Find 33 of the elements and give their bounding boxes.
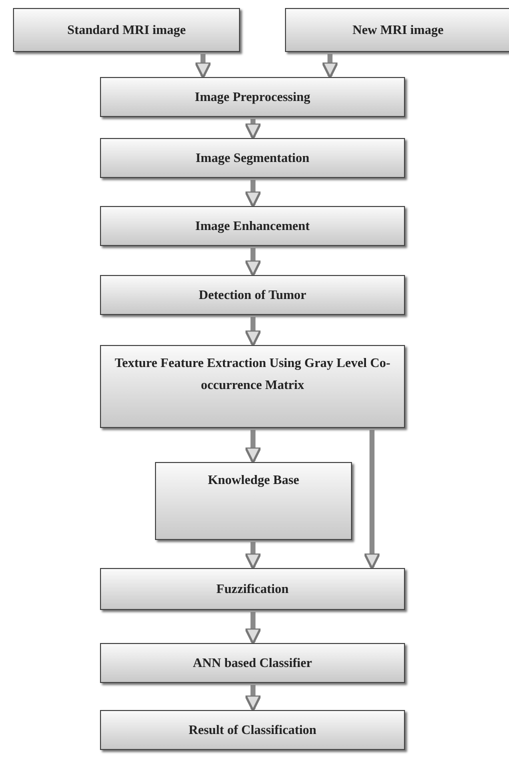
process-box (285, 8, 509, 52)
box-label: Standard MRI image (66, 20, 187, 39)
arrow (244, 612, 262, 645)
box-label: Detection of Tumor (198, 286, 308, 304)
process-box (13, 8, 240, 52)
process-box (100, 206, 405, 246)
arrow (244, 685, 262, 712)
box-label: Image Segmentation (194, 148, 310, 167)
box-label: New MRI image (352, 20, 444, 39)
box-label: Image Enhancement (194, 216, 311, 235)
box-label: Result of Classification (188, 720, 318, 739)
arrow (363, 430, 381, 570)
arrow (244, 180, 262, 208)
arrow (321, 54, 339, 79)
process-box (100, 138, 405, 178)
process-box (100, 77, 405, 117)
box-label: Image Preprocessing (194, 88, 312, 106)
arrow (244, 119, 262, 140)
arrow (244, 317, 262, 347)
process-box (100, 568, 405, 610)
process-box (100, 643, 405, 683)
box-label: Knowledge Base (206, 471, 300, 489)
arrow (244, 430, 262, 464)
box-label: ANN based Classifier (192, 654, 314, 672)
box-label: Fuzzification (215, 580, 290, 598)
arrow (244, 542, 262, 570)
arrow (194, 54, 212, 79)
arrow (244, 248, 262, 277)
process-box (155, 462, 352, 540)
process-box (100, 275, 405, 315)
process-box (100, 710, 405, 750)
process-box (100, 345, 405, 428)
box-label: Texture Feature Extraction Using Gray Level Co-occurrence Matrix (114, 354, 392, 394)
